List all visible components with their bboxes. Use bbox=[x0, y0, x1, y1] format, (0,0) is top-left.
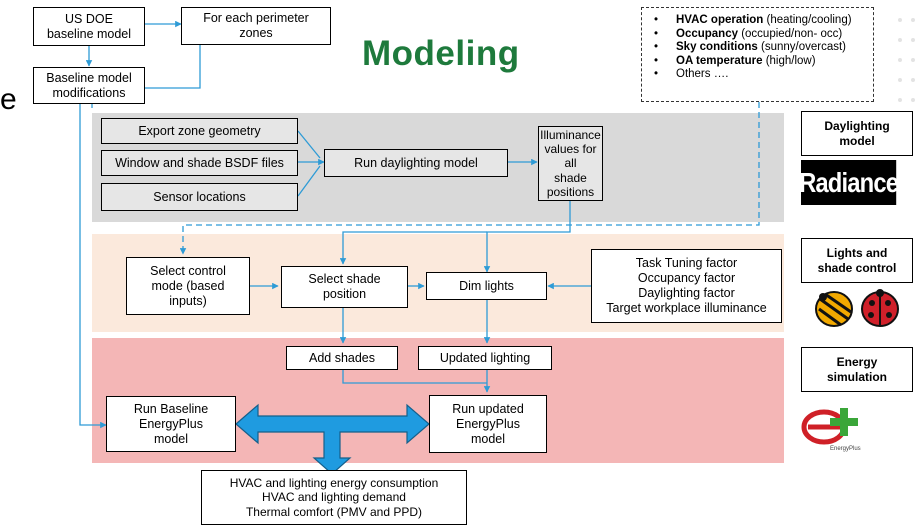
svg-text:EnergyPlus: EnergyPlus bbox=[830, 446, 861, 452]
energy-simulation-label: Energy simulation bbox=[801, 347, 913, 392]
cutoff-letter: e bbox=[0, 83, 17, 116]
conditions-legend: HVAC operation (heating/cooling) Occupan… bbox=[641, 7, 874, 102]
legend-item-occupancy: Occupancy (occupied/non- occ) bbox=[654, 28, 869, 42]
export-zone-geometry-box: Export zone geometry bbox=[101, 118, 298, 144]
ladybug-icon bbox=[861, 289, 899, 327]
legend-item-others: Others …. bbox=[654, 68, 869, 82]
bee-icon bbox=[815, 291, 853, 327]
page-title: Modeling bbox=[362, 34, 520, 73]
dim-lights-box: Dim lights bbox=[426, 272, 547, 300]
merge-arrow bbox=[235, 403, 430, 475]
energyplus-logo: EnergyPlus bbox=[801, 408, 861, 452]
lights-shade-control-label: Lights and shade control bbox=[801, 238, 913, 283]
select-control-mode-box: Select control mode (based inputs) bbox=[126, 257, 250, 315]
daylighting-model-label: Daylighting model bbox=[801, 111, 913, 156]
perimeter-zones-box: For each perimeter zones bbox=[181, 7, 331, 45]
window-shade-bsdf-box: Window and shade BSDF files bbox=[101, 150, 298, 176]
updated-lighting-box: Updated lighting bbox=[418, 346, 552, 370]
illuminance-values-box: Illuminance values for all shade positio… bbox=[538, 126, 603, 201]
radiance-logo: Radiance bbox=[799, 160, 899, 205]
select-shade-position-box: Select shade position bbox=[281, 266, 408, 308]
legend-item-oa-temp: OA temperature (high/low) bbox=[654, 55, 869, 69]
add-shades-box: Add shades bbox=[286, 346, 398, 370]
run-daylighting-model-box: Run daylighting model bbox=[324, 149, 508, 177]
legend-item-hvac: HVAC operation (heating/cooling) bbox=[654, 14, 869, 28]
outputs-box: HVAC and lighting energy consumption HVA… bbox=[201, 470, 467, 525]
run-baseline-energyplus-box: Run Baseline EnergyPlus model bbox=[106, 396, 236, 452]
decorative-dots bbox=[898, 18, 915, 102]
baseline-modifications-box: Baseline model modifications bbox=[33, 67, 145, 104]
sensor-locations-box: Sensor locations bbox=[101, 183, 298, 211]
legend-item-sky: Sky conditions (sunny/overcast) bbox=[654, 41, 869, 55]
run-updated-energyplus-box: Run updated EnergyPlus model bbox=[429, 395, 547, 453]
us-doe-baseline-box: US DOE baseline model bbox=[33, 7, 145, 46]
control-factors-box: Task Tuning factor Occupancy factor Dayl… bbox=[591, 249, 782, 323]
